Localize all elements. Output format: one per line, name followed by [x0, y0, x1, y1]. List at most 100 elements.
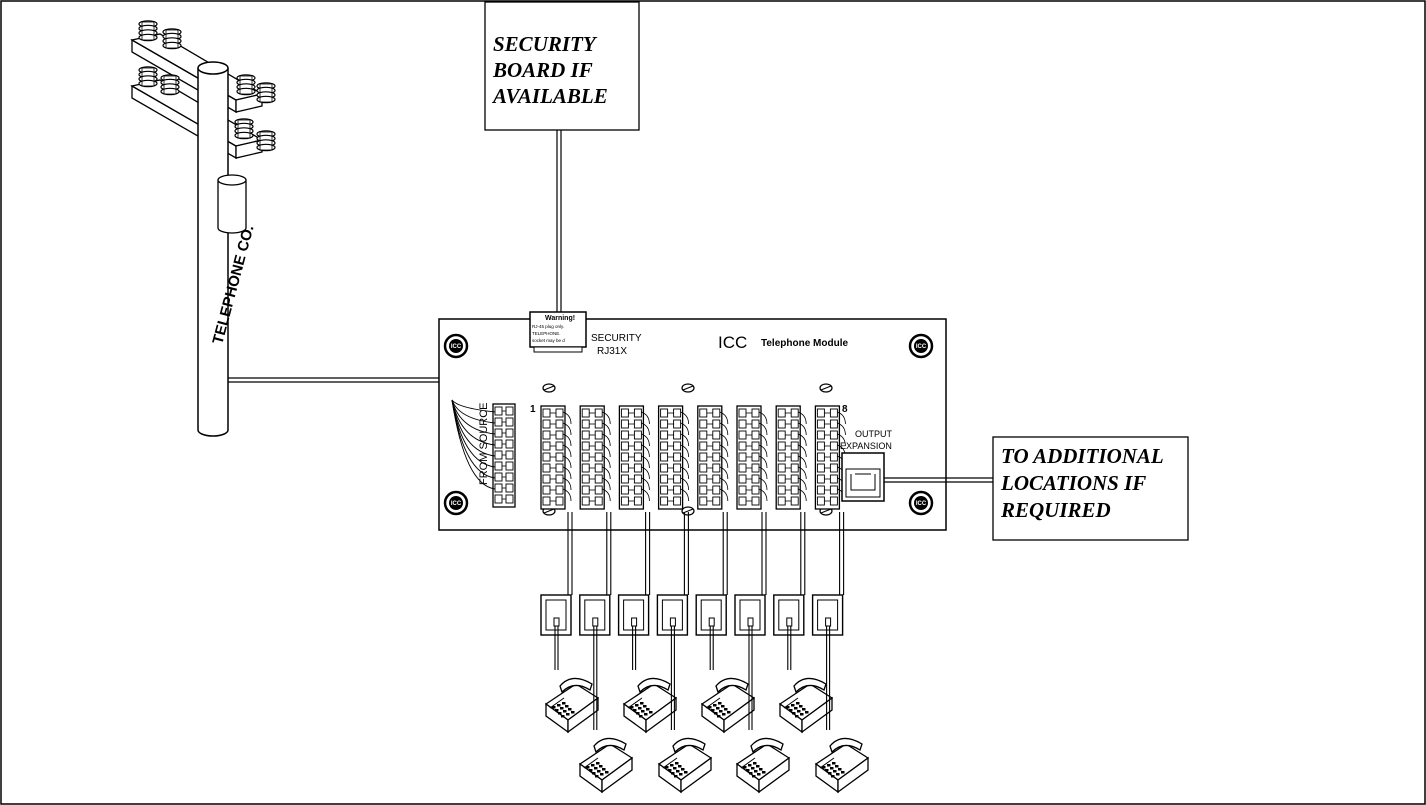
phone-key — [668, 769, 672, 772]
terminal-right — [712, 496, 721, 506]
output-run — [811, 512, 870, 794]
terminal-right — [555, 408, 564, 418]
phone-key — [756, 765, 760, 768]
terminal-right — [712, 474, 721, 484]
output-wire — [758, 466, 768, 480]
output-wire — [602, 455, 611, 469]
source-wire — [451, 399, 496, 424]
phone-side — [758, 756, 790, 794]
output-last-number: 8 — [842, 404, 848, 415]
corner-logo-top-left: ICC — [443, 333, 469, 359]
terminal-left — [816, 441, 825, 451]
terminal-right — [673, 463, 682, 473]
phone-handset — [750, 737, 784, 754]
output-wire — [758, 411, 768, 425]
output-block — [775, 405, 807, 510]
phone-key — [825, 769, 829, 772]
warning-line-1: RJ-45 plug only. — [532, 324, 564, 329]
phone-key — [565, 705, 569, 708]
phone-handset — [559, 677, 593, 694]
pole-insulators — [138, 20, 276, 152]
output-run — [578, 512, 634, 794]
telephone-pole: TELEPHONE CO. — [130, 20, 276, 437]
terminal-left — [816, 452, 825, 462]
wall-jack-plate — [817, 599, 839, 631]
terminal-right — [505, 461, 514, 471]
output-wire — [602, 433, 611, 447]
phone-key — [800, 713, 804, 716]
output-wire — [719, 433, 729, 447]
phone-key — [558, 712, 562, 715]
terminal-right — [673, 419, 682, 429]
warning-line-2: TELEPHONE. — [532, 331, 561, 336]
terminal-right — [712, 452, 721, 462]
terminal-left — [581, 441, 590, 451]
phone-key — [833, 770, 837, 773]
phone-key — [605, 771, 609, 774]
phone-edge — [783, 697, 799, 709]
terminal-left — [816, 430, 825, 440]
terminal-left — [777, 485, 786, 495]
terminal-left — [660, 430, 669, 440]
terminal-right — [829, 496, 838, 506]
phone-key — [711, 709, 715, 712]
terminal-left — [738, 463, 747, 473]
wall-jack-plate — [584, 599, 606, 631]
output-wire — [719, 411, 729, 425]
terminal-left — [777, 419, 786, 429]
terminal-right — [790, 430, 799, 440]
incoming-line-outer — [228, 377, 455, 396]
terminal-right — [790, 496, 799, 506]
terminal-left — [620, 463, 629, 473]
corner-logo-bottom-right: ICC — [908, 490, 934, 516]
phone-key — [639, 715, 643, 718]
terminal-left — [542, 496, 551, 506]
terminal-right — [633, 452, 642, 462]
terminal-right — [505, 494, 514, 504]
phone-side — [837, 756, 869, 794]
phone-key — [836, 773, 840, 776]
phone-key — [665, 766, 669, 769]
terminal-right — [633, 463, 642, 473]
phone-key — [600, 773, 604, 776]
output-wire — [641, 444, 650, 458]
terminal-left — [494, 450, 503, 460]
output-wire — [680, 488, 689, 502]
phone-key — [727, 711, 731, 714]
terminal-right — [712, 408, 721, 418]
terminal-right — [594, 441, 603, 451]
terminal-left — [581, 463, 590, 473]
output-wire — [602, 466, 611, 480]
phone-key — [586, 766, 590, 769]
phone-key — [596, 762, 600, 765]
phone-key — [602, 768, 606, 771]
source-wire — [451, 399, 496, 413]
phone-handset — [637, 677, 671, 694]
telephone-icon — [544, 677, 600, 734]
output-expansion-line-2: EXPANSION — [840, 441, 892, 451]
screw-slot — [820, 508, 832, 514]
output-wire — [680, 477, 689, 491]
phone-key — [591, 764, 595, 767]
output-wire — [798, 422, 807, 436]
output-wire — [758, 488, 768, 502]
insulator-disc — [162, 41, 182, 50]
output-wire — [641, 488, 650, 502]
security-board-line-1: SECURITY — [493, 32, 598, 56]
output-wire — [798, 411, 807, 425]
output-wire — [719, 488, 729, 502]
terminal-left — [699, 419, 708, 429]
phone-key — [724, 708, 728, 711]
terminal-right — [712, 430, 721, 440]
phone-key — [831, 775, 835, 778]
phone-key — [835, 765, 839, 768]
phone-key — [746, 769, 750, 772]
terminal-left — [777, 441, 786, 451]
phone-key — [568, 708, 572, 711]
terminal-left — [738, 485, 747, 495]
phone-edge — [549, 697, 565, 709]
output-wire — [562, 477, 572, 491]
